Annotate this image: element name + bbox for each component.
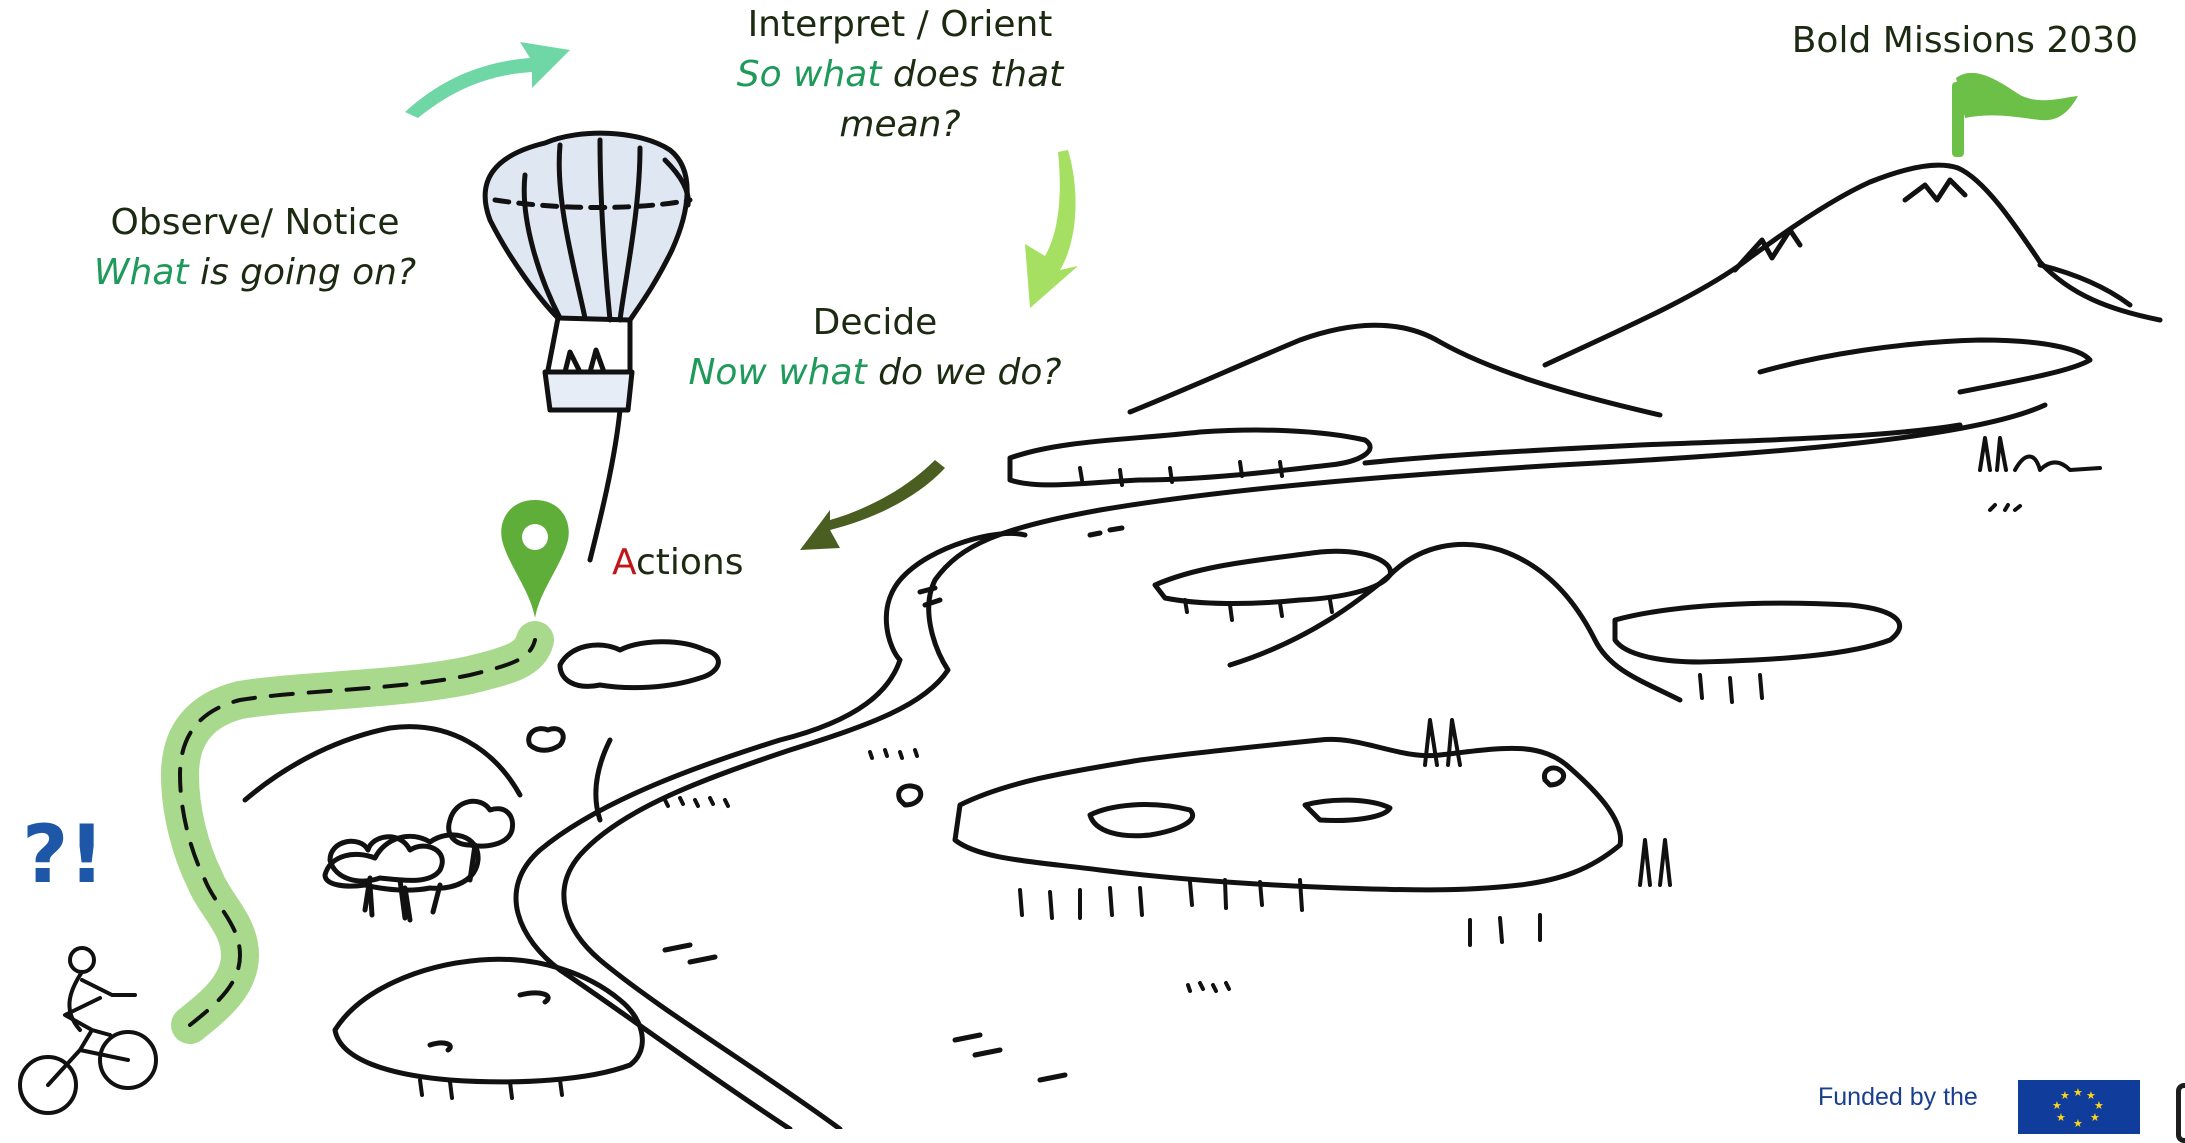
shrub-patches (322, 427, 1903, 1085)
summit-flag-icon (1952, 72, 2078, 157)
trees (327, 798, 516, 921)
summit-mountain (1542, 162, 2163, 395)
decide-question-rest: do we do? (866, 352, 1062, 393)
grass-tufts (418, 436, 2102, 1100)
label-observe: Observe/ Notice What is going on? (60, 198, 450, 298)
arrow-decide-to-actions (800, 460, 945, 550)
actions-first-letter: A (612, 542, 636, 583)
interpret-question-rest: does that (881, 54, 1064, 95)
label-decide-title: Decide (812, 302, 938, 343)
label-goal: Bold Missions 2030 (1791, 20, 2138, 61)
location-pin-icon (501, 500, 569, 618)
decide-question-emphasis: Now what (688, 352, 867, 393)
label-actions: Actions (612, 538, 762, 588)
actions-rest: ctions (636, 542, 744, 583)
question-exclaim-mark: ?! (22, 808, 105, 901)
interpret-question-emphasis: So what (736, 54, 882, 95)
cyclist-icon (18, 946, 158, 1115)
winding-river (513, 402, 2048, 1129)
arrow-observe-to-interpret (405, 42, 570, 118)
label-interpret-question-line2: mean? (839, 104, 961, 145)
arrow-interpret-to-decide (1025, 150, 1078, 308)
observe-question-emphasis: What (93, 252, 189, 293)
hills (242, 322, 1683, 823)
label-interpret: Interpret / Orient So what does that mea… (705, 0, 1095, 150)
hot-air-balloon-icon (482, 130, 693, 563)
funded-by-text: Funded by the (1818, 1083, 1978, 1111)
label-interpret-title: Interpret / Orient (747, 4, 1053, 45)
label-decide-question: Now what do we do? (660, 348, 1090, 398)
partner-logo-edge (2176, 1083, 2185, 1143)
label-observe-title: Observe/ Notice (110, 202, 400, 243)
eu-flag-icon: ★ ★ ★ ★ ★ ★ ★ ★ (2018, 1080, 2140, 1134)
label-interpret-question: So what does that (705, 50, 1095, 100)
label-decide: Decide Now what do we do? (660, 298, 1090, 398)
trail-path (161, 621, 554, 1044)
observe-question-rest: is going on? (188, 252, 417, 293)
label-observe-question: What is going on? (60, 248, 450, 298)
